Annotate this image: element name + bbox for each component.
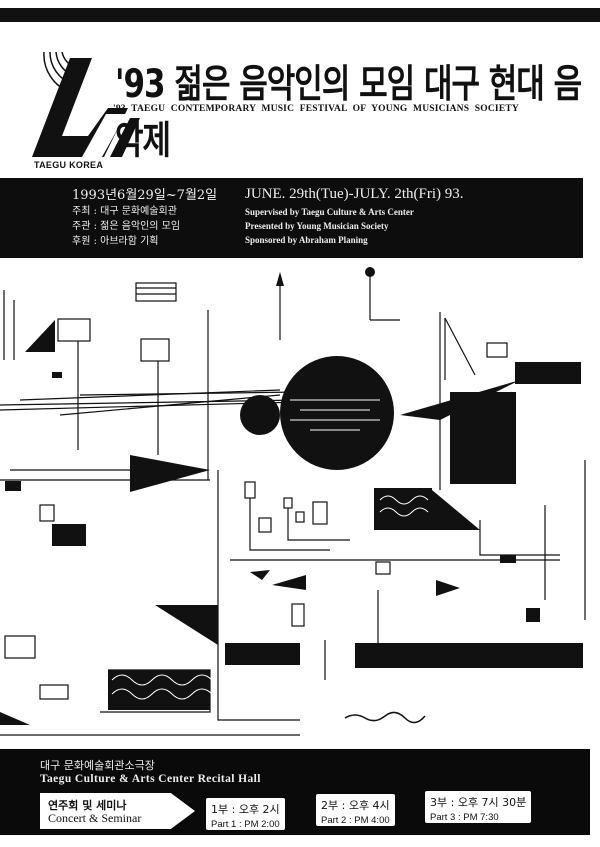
title-korean: '93 젊은 음악인의 모임 대구 현대 음악제: [115, 62, 582, 164]
part-3-time: 3부 : 오후 7시 30분 Part 3 : PM 7:30: [425, 791, 532, 823]
logo-caption: TAEGU KOREA: [34, 160, 104, 170]
artist-signature: [344, 711, 426, 724]
supervised-english: Supervised by Taegu Culture & Arts Cente…: [245, 207, 414, 217]
part-2-korean: 2부 : 오후 4시: [321, 799, 390, 812]
organizer-korean: 주최 : 대구 문화예술회관: [72, 206, 177, 217]
event-english: Concert & Seminar: [48, 811, 142, 825]
part-2-english: Part 2 : PM 4:00: [321, 815, 390, 826]
part-1-korean: 1부 : 오후 2시: [211, 803, 280, 816]
title-english: '93 TAEGU CONTEMPORARY MUSIC FESTIVAL OF…: [113, 104, 519, 114]
sponsor-korean: 후원 : 아브라함 기획: [72, 236, 159, 247]
part-1-time: 1부 : 오후 2시 Part 1 : PM 2:00: [206, 798, 285, 830]
part-2-time: 2부 : 오후 4시 Part 2 : PM 4:00: [316, 794, 395, 826]
venue-english: Taegu Culture & Arts Center Recital Hall: [40, 773, 261, 785]
venue-banner: 대구 문화예술회관소극장 Taegu Culture & Arts Center…: [0, 749, 590, 835]
part-3-korean: 3부 : 오후 7시 30분: [430, 796, 527, 809]
arrow-right-icon: [40, 793, 195, 829]
top-border: [0, 8, 600, 22]
part-3-english: Part 3 : PM 7:30: [430, 812, 499, 823]
part-1-english: Part 1 : PM 2:00: [211, 819, 280, 830]
festival-logo: [32, 52, 140, 157]
event-arrow-label: 연주회 및 세미나 Concert & Seminar: [40, 793, 195, 829]
info-banner: 1993년6월29일~7월2일 주최 : 대구 문화예술회관 주관 : 젊은 음…: [0, 178, 583, 258]
event-korean: 연주회 및 세미나: [48, 799, 127, 812]
host-korean: 주관 : 젊은 음악인의 모임: [72, 221, 181, 232]
date-english: JUNE. 29th(Tue)-JULY. 2th(Fri) 93.: [245, 186, 464, 202]
date-korean: 1993년6월29일~7월2일: [72, 188, 218, 203]
presented-english: Presented by Young Musician Society: [245, 221, 389, 231]
sponsored-english: Sponsored by Abraham Planing: [245, 235, 368, 245]
venue-korean: 대구 문화예술회관소극장: [40, 759, 155, 772]
info-english: JUNE. 29th(Tue)-JULY. 2th(Fri) 93. Super…: [245, 186, 464, 247]
info-korean: 1993년6월29일~7월2일 주최 : 대구 문화예술회관 주관 : 젊은 음…: [72, 188, 217, 249]
graphic-score-artwork: [0, 267, 586, 736]
